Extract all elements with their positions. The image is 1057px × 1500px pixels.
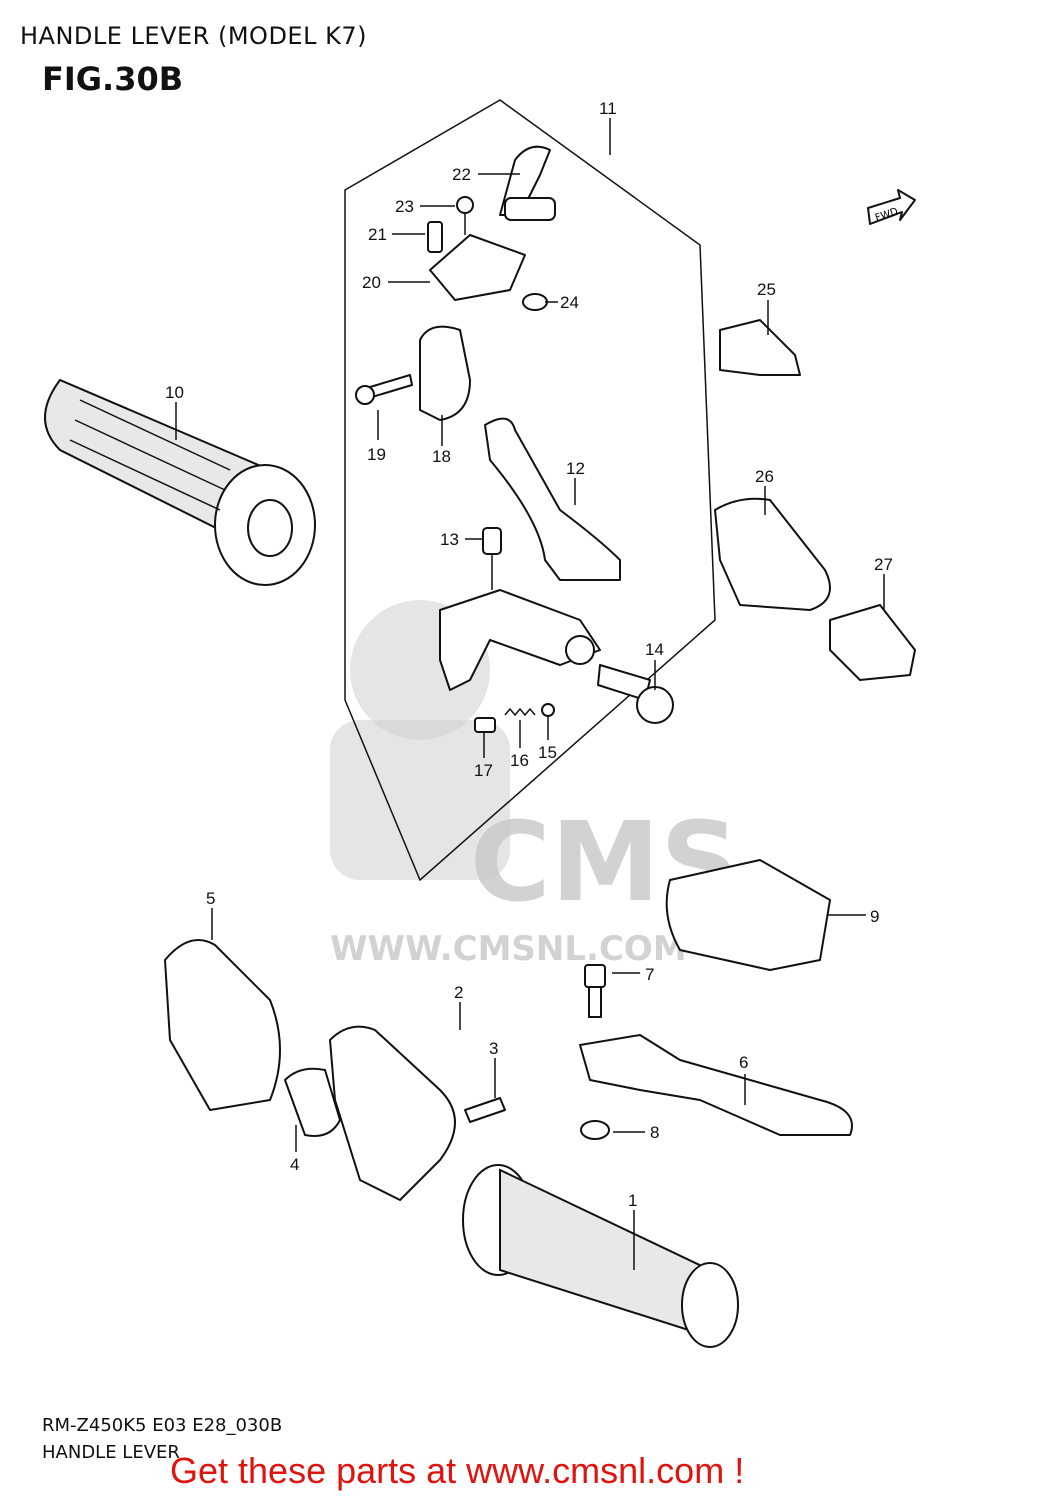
callout-21: 21 xyxy=(368,225,387,244)
callout-24: 24 xyxy=(560,293,579,312)
part-6-clutch-lever xyxy=(579,1034,853,1136)
part-19-bolt xyxy=(355,374,413,405)
callout-8: 8 xyxy=(650,1123,659,1142)
callout-16: 16 xyxy=(510,751,529,770)
part-7-bolt xyxy=(584,964,606,1018)
callout-7: 7 xyxy=(645,965,654,984)
part-23-screw xyxy=(456,196,474,235)
part-1-right-grip xyxy=(462,1164,739,1348)
part-17-pin xyxy=(474,717,496,733)
callout-18: 18 xyxy=(432,447,451,466)
callout-14: 14 xyxy=(645,640,664,659)
callout-25: 25 xyxy=(757,280,776,299)
part-16-spring xyxy=(504,707,536,717)
part-21-bolt xyxy=(427,221,443,253)
callout-1: 1 xyxy=(628,1191,637,1210)
part-5-throttle-cover xyxy=(164,939,281,1111)
part-22-lever-bracket xyxy=(499,145,556,221)
callout-6: 6 xyxy=(739,1053,748,1072)
part-14-adjuster xyxy=(597,664,674,724)
callout-4: 4 xyxy=(290,1155,299,1174)
callout-26: 26 xyxy=(755,467,774,486)
diagram-code: RM-Z450K5 E03 E28_030B xyxy=(42,1415,283,1436)
part-8-nut xyxy=(580,1120,610,1140)
part-26-cover xyxy=(714,497,831,611)
diagram-caption: HANDLE LEVER xyxy=(42,1442,180,1463)
callout-3: 3 xyxy=(489,1039,498,1058)
callout-labels: 11 22 23 21 20 24 25 10 19 18 12 13 26 2… xyxy=(165,99,893,1210)
callout-leaders xyxy=(175,118,885,1270)
part-12-lever xyxy=(484,417,621,581)
figure-number: FIG.30B xyxy=(42,60,184,98)
callout-22: 22 xyxy=(452,165,471,184)
part-3-bolt xyxy=(464,1097,506,1123)
callout-17: 17 xyxy=(474,761,493,780)
part-4-collar xyxy=(284,1067,341,1137)
callout-27: 27 xyxy=(874,555,893,574)
part-13-bolt xyxy=(482,527,502,590)
callout-10: 10 xyxy=(165,383,184,402)
part-10-left-grip xyxy=(44,378,316,586)
part-20-clamp-cap xyxy=(429,234,526,301)
part-18-holder xyxy=(419,325,471,421)
watermark-url: WWW.CMSNL.COM xyxy=(330,929,687,969)
callout-13: 13 xyxy=(440,530,459,549)
diagram-header-title: HANDLE LEVER (MODEL K7) xyxy=(20,22,367,50)
part-2-lever-holder xyxy=(329,1025,456,1201)
callout-5: 5 xyxy=(206,889,215,908)
callout-23: 23 xyxy=(395,197,414,216)
callout-11: 11 xyxy=(599,99,617,118)
callout-12: 12 xyxy=(566,459,585,478)
assembly-group-outline xyxy=(344,99,716,882)
part-11-lever-bracket xyxy=(439,589,601,691)
callout-20: 20 xyxy=(362,273,381,292)
watermark: CMS WWW.CMSNL.COM xyxy=(330,600,739,969)
part-27-adjuster xyxy=(829,604,916,681)
cta-link[interactable]: Get these parts at www.cmsnl.com ! xyxy=(170,1450,745,1491)
part-24-nut xyxy=(522,293,548,311)
part-25-cable-end xyxy=(719,319,801,376)
fwd-arrow-icon: FWD xyxy=(867,189,916,225)
callout-19: 19 xyxy=(367,445,386,464)
callout-2: 2 xyxy=(454,983,463,1002)
callout-15: 15 xyxy=(538,743,557,762)
callout-9: 9 xyxy=(870,907,879,926)
part-15-ball xyxy=(541,703,555,717)
part-9-lever-cover xyxy=(665,859,831,971)
